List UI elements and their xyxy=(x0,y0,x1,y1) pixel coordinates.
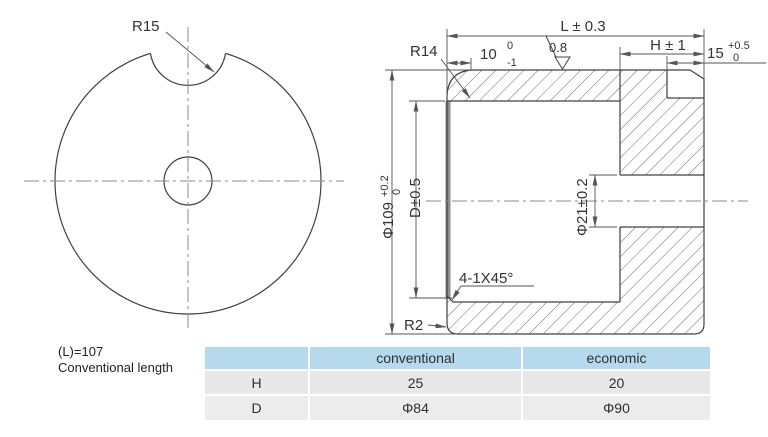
dim-recess15-base: 15 xyxy=(707,45,724,62)
dim-hole-diameter-label: Φ21±0.2 xyxy=(574,178,591,236)
dim-depth10-base: 10 xyxy=(480,46,497,63)
spec-row-d-economic: Φ90 xyxy=(523,396,710,420)
dim-length-label: L ± 0.3 xyxy=(560,18,605,35)
r14-leader-line xyxy=(440,58,471,99)
dim-r14-label: R14 xyxy=(410,43,438,60)
spec-table: conventional economic H 25 20 D Φ84 Φ90 xyxy=(205,347,710,420)
dim-depth10-sub: -1 xyxy=(507,57,517,69)
spec-row-d-conventional: Φ84 xyxy=(310,396,521,420)
bore-mouth-edge xyxy=(445,101,451,299)
front-centerlines xyxy=(24,27,344,329)
dim-phi109-sup: +0.2 xyxy=(379,175,391,197)
dim-outer-diameter: Φ109 +0.2 0 xyxy=(379,175,403,239)
dim-chamfer-label: 4-1X45° xyxy=(459,270,513,287)
length-note: (L)=107 Conventional length xyxy=(58,344,173,376)
length-note-line2: Conventional length xyxy=(58,360,173,375)
roughness-symbol xyxy=(545,35,571,70)
section-hatch xyxy=(447,70,704,334)
dim-phi109-sub: 0 xyxy=(391,189,403,195)
spec-row-h-param: H xyxy=(205,371,308,394)
dim-roughness-label: 0.8 xyxy=(549,40,567,55)
leader-lines xyxy=(427,58,534,329)
dim-h-label: H ± 1 xyxy=(650,37,686,54)
spec-row-h-economic: 20 xyxy=(523,371,710,394)
front-radius-label: R15 xyxy=(132,18,160,35)
dim-r2-label: R2 xyxy=(404,317,423,334)
spec-header-economic: economic xyxy=(523,347,710,369)
section-view: L ± 0.3 R14 10 0 -1 0.8 H ± 1 15 +0.5 0 … xyxy=(379,18,766,335)
length-note-line1: (L)=107 xyxy=(58,344,104,359)
section-outline xyxy=(446,69,705,335)
dim-recess15-sub: 0 xyxy=(733,52,739,64)
spec-row-d-param: D xyxy=(205,396,308,420)
spec-header-conventional: conventional xyxy=(310,347,521,369)
dimension-lines xyxy=(389,33,705,335)
spec-header-param xyxy=(205,347,308,369)
chamfer-leader-line xyxy=(451,285,534,301)
dim-bore-diameter-label: D±0.5 xyxy=(407,178,424,218)
dim-recess15-sup: +0.5 xyxy=(728,40,750,52)
spec-row-h-conventional: 25 xyxy=(310,371,521,394)
r2-leader-line xyxy=(427,323,447,329)
r15-leader-line xyxy=(165,31,215,73)
front-view: R15 xyxy=(24,10,344,329)
dim-phi109-base: Φ109 xyxy=(380,202,397,239)
dim-depth10-sup: 0 xyxy=(507,40,513,52)
